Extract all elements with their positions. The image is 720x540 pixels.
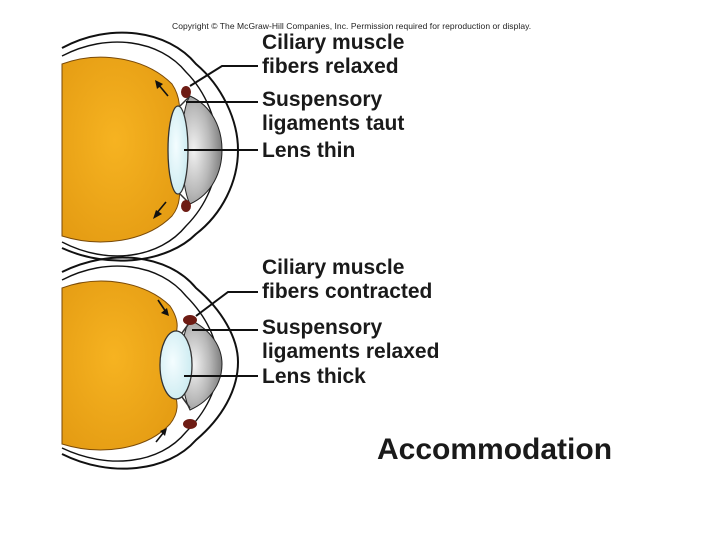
page-title: Accommodation <box>377 433 613 466</box>
ciliary-muscle <box>181 200 191 212</box>
label-line: ligaments taut <box>262 112 405 135</box>
label-line: Suspensory <box>262 316 383 339</box>
label-line: ligaments relaxed <box>262 340 440 363</box>
label-line: Lens thin <box>262 139 356 162</box>
ciliary-muscle <box>183 419 197 429</box>
label-ciliary-muscle-relaxed: Ciliary muscle fibers relaxed <box>262 31 404 79</box>
leader-lines <box>184 65 258 377</box>
label-line: Ciliary muscle <box>262 256 405 279</box>
arrow-head <box>160 428 167 436</box>
eye-outer-outline <box>61 256 240 470</box>
lens <box>159 330 193 400</box>
label-line: fibers relaxed <box>262 55 399 78</box>
arrow-head <box>153 210 162 219</box>
eye-top <box>61 31 240 262</box>
label-suspensory-ligaments-taut: Suspensory ligaments taut <box>262 88 404 136</box>
label-lens-thick: Lens thick <box>262 365 366 389</box>
ciliary-muscle <box>183 315 197 325</box>
label-line: Suspensory <box>262 88 383 111</box>
label-suspensory-ligaments-relaxed: Suspensory ligaments relaxed <box>262 316 439 364</box>
copyright-notice: Copyright © The McGraw-Hill Companies, I… <box>172 21 532 31</box>
label-lens-thin: Lens thin <box>262 139 355 163</box>
arrow-head <box>155 80 163 89</box>
label-line: Lens thick <box>262 365 366 388</box>
label-line: fibers contracted <box>262 280 433 303</box>
label-line: Ciliary muscle <box>262 31 405 54</box>
ciliary-muscle <box>181 86 191 98</box>
leader-line <box>195 291 258 317</box>
arrow-head <box>161 308 169 316</box>
eye-bottom <box>61 256 240 470</box>
leader-line <box>189 65 258 87</box>
label-ciliary-muscle-contracted: Ciliary muscle fibers contracted <box>262 256 432 304</box>
